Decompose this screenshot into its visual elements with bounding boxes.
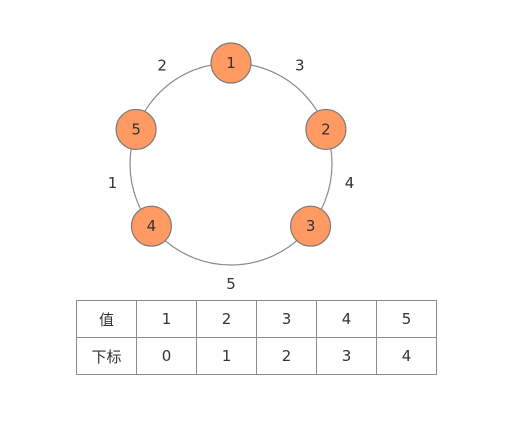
- table-cell: 0: [136, 337, 197, 375]
- ring-node: [115, 108, 157, 151]
- ring-node-label: 3: [306, 217, 316, 235]
- table-cell: 4: [376, 337, 437, 375]
- table-cell: 1: [136, 300, 197, 338]
- ring-diagram: 3 4 5 1 2 1 2 3 4 5: [108, 42, 355, 293]
- edge-weight-label: 3: [295, 57, 305, 75]
- table-cell: 1: [196, 337, 257, 375]
- table-row-header: 值: [76, 300, 137, 338]
- table-cell: 3: [256, 300, 317, 338]
- table-row-header: 下标: [76, 337, 137, 375]
- ring-node: [210, 42, 252, 84]
- ring-node-label: 1: [226, 54, 236, 72]
- ring-node: [130, 205, 173, 247]
- ring-node-label: 2: [321, 120, 331, 138]
- edge-weight-label: 1: [108, 174, 118, 192]
- ring-node: [305, 108, 347, 151]
- edge-weight-label: 4: [345, 174, 355, 192]
- table-row-values: 值 1 2 3 4 5: [76, 300, 437, 338]
- table-row-indices: 下标 0 1 2 3 4: [76, 337, 437, 375]
- table-cell: 3: [316, 337, 377, 375]
- ring-node-label: 5: [131, 120, 141, 138]
- table-cell: 5: [376, 300, 437, 338]
- table-cell: 2: [196, 300, 257, 338]
- edge-weight-label: 2: [157, 57, 167, 75]
- ring-node: [289, 205, 332, 247]
- table-cell: 4: [316, 300, 377, 338]
- edge-weight-label: 5: [226, 275, 236, 293]
- ring-node-label: 4: [147, 217, 157, 235]
- value-index-table: 值 1 2 3 4 5 下标 0 1 2 3 4: [76, 300, 437, 375]
- table-cell: 2: [256, 337, 317, 375]
